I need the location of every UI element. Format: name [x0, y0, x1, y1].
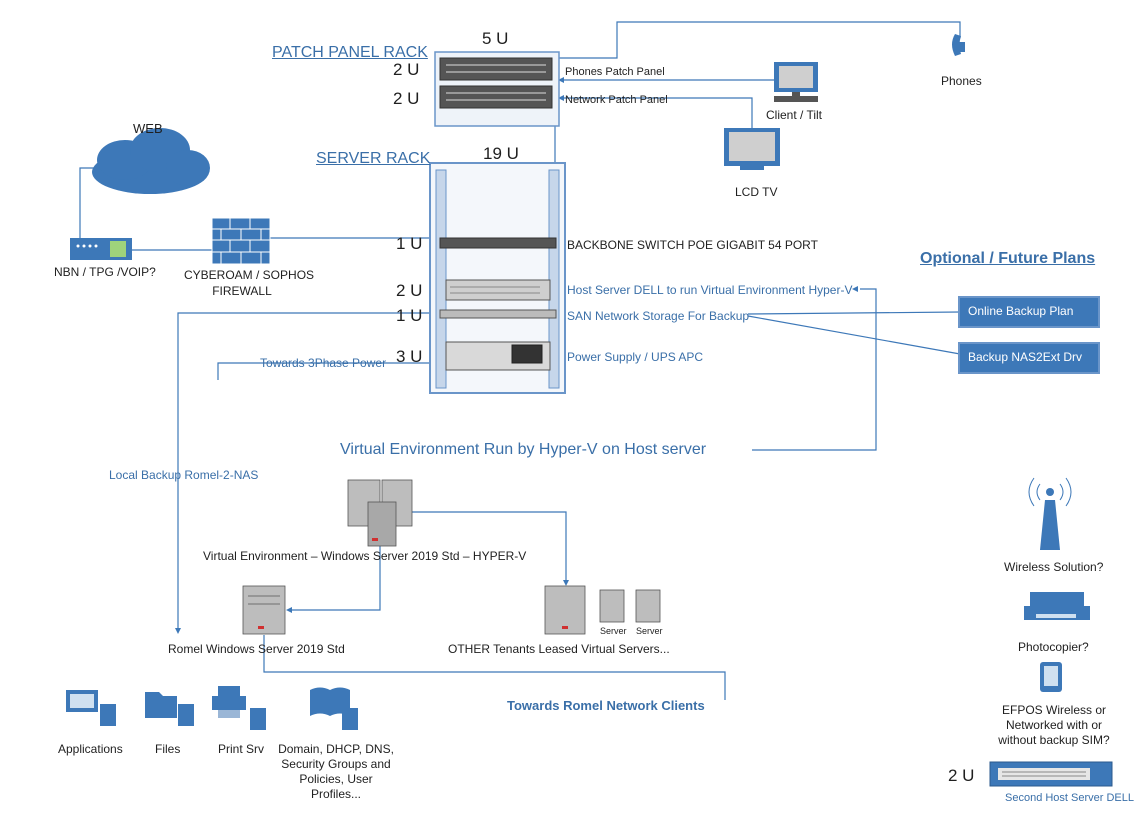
phones-patch-panel-label: Phones Patch Panel [565, 66, 665, 78]
wireless-waves [1028, 477, 1072, 507]
files-shape [145, 692, 194, 726]
print-srv-label: Print Srv [218, 742, 265, 756]
optional-plans-title: Optional / Future Plans [920, 250, 1096, 267]
romel-to-clients-link [263, 635, 726, 700]
tenant-servers-shape [544, 585, 661, 635]
wireless-label: Wireless Solution? [1004, 560, 1104, 574]
phones-label: Phones [941, 74, 982, 88]
wireless-shape [1040, 488, 1060, 550]
host-server-label: Host Server DELL to run Virtual Environm… [567, 283, 853, 297]
vm-to-tenants-link [410, 511, 567, 582]
virtual-env-run-label: Virtual Environment Run by Hyper-V on Ho… [340, 441, 707, 458]
firewall-label-2: FIREWALL [212, 284, 272, 298]
backup-nas-box: Backup NAS2Ext Drv [958, 342, 1100, 374]
photocopier-shape [1024, 592, 1090, 620]
second-host-label: Second Host Server DELL [1005, 792, 1135, 804]
efpos-label: EFPOS Wireless or Networked with or with… [998, 703, 1110, 747]
power-link [217, 362, 438, 380]
other-tenants-label: OTHER Tenants Leased Virtual Servers... [448, 642, 670, 656]
client-tilt-label: Client / Tilt [766, 108, 823, 122]
nbn-label: NBN / TPG /VOIP? [54, 265, 156, 279]
host-slot-size: 2 U [396, 281, 423, 300]
san-slot-size: 1 U [396, 306, 423, 325]
server-a-label: Server [600, 626, 627, 636]
server-rack-title: SERVER RACK [316, 150, 431, 167]
server-rack-size: 19 U [483, 144, 519, 163]
nbn-modem-shape [70, 238, 132, 260]
switch-slot-size: 1 U [396, 234, 423, 253]
efpos-shape [1040, 662, 1062, 692]
firewall-label-1: CYBEROAM / SOPHOS [184, 268, 315, 282]
power-supply-label: Power Supply / UPS APC [567, 350, 704, 364]
towards-clients-label: Towards Romel Network Clients [507, 698, 705, 713]
virtual-servers-shape [347, 479, 413, 547]
applications-shape [66, 690, 116, 726]
patch-slot-2-size: 2 U [393, 89, 420, 108]
server-rack [429, 162, 566, 394]
web-cloud-shape [92, 128, 210, 194]
web-label: WEB [133, 121, 163, 136]
lcd-link [560, 97, 753, 128]
client-monitor-shape [774, 62, 818, 102]
patch-slot-1-size: 2 U [393, 60, 420, 79]
virtual-env-windows-label: Virtual Environment – Windows Server 201… [203, 549, 527, 563]
second-host-shape [989, 761, 1113, 787]
second-host-size: 2 U [948, 766, 975, 785]
towards-power-label: Towards 3Phase Power [260, 356, 387, 370]
san-to-nas-link [747, 315, 961, 355]
domain-shape [310, 687, 358, 730]
san-to-online-link [747, 311, 961, 315]
local-backup-label: Local Backup Romel-2-NAS [109, 468, 259, 482]
san-storage-label: SAN Network Storage For Backup [567, 309, 750, 323]
files-label: Files [155, 742, 181, 756]
phone-shape [952, 34, 965, 56]
firewall-shape [211, 217, 271, 265]
patch-panel-rack-title: PATCH PANEL RACK [272, 44, 428, 61]
lcd-tv-shape [724, 128, 780, 170]
phones-link [555, 21, 961, 59]
photocopier-label: Photocopier? [1018, 640, 1089, 654]
print-shape [212, 686, 266, 730]
server-b-label: Server [636, 626, 663, 636]
romel-server-label: Romel Windows Server 2019 Std [168, 642, 345, 656]
local-backup-link [177, 312, 438, 630]
vm-to-romel-link [290, 540, 381, 611]
romel-server-shape [242, 585, 286, 635]
patch-panel-rack [434, 51, 560, 127]
ups-slot-size: 3 U [396, 347, 423, 366]
applications-label: Applications [58, 742, 123, 756]
online-backup-box: Online Backup Plan [958, 296, 1100, 328]
virtual-to-host-link [752, 288, 877, 451]
network-patch-panel-label: Network Patch Panel [565, 94, 668, 106]
patch-rack-size: 5 U [482, 29, 509, 48]
domain-services-label: Domain, DHCP, DNS, Security Groups and P… [278, 742, 394, 801]
lcd-tv-label: LCD TV [735, 185, 778, 199]
backbone-switch-label: BACKBONE SWITCH POE GIGABIT 54 PORT [567, 238, 818, 252]
